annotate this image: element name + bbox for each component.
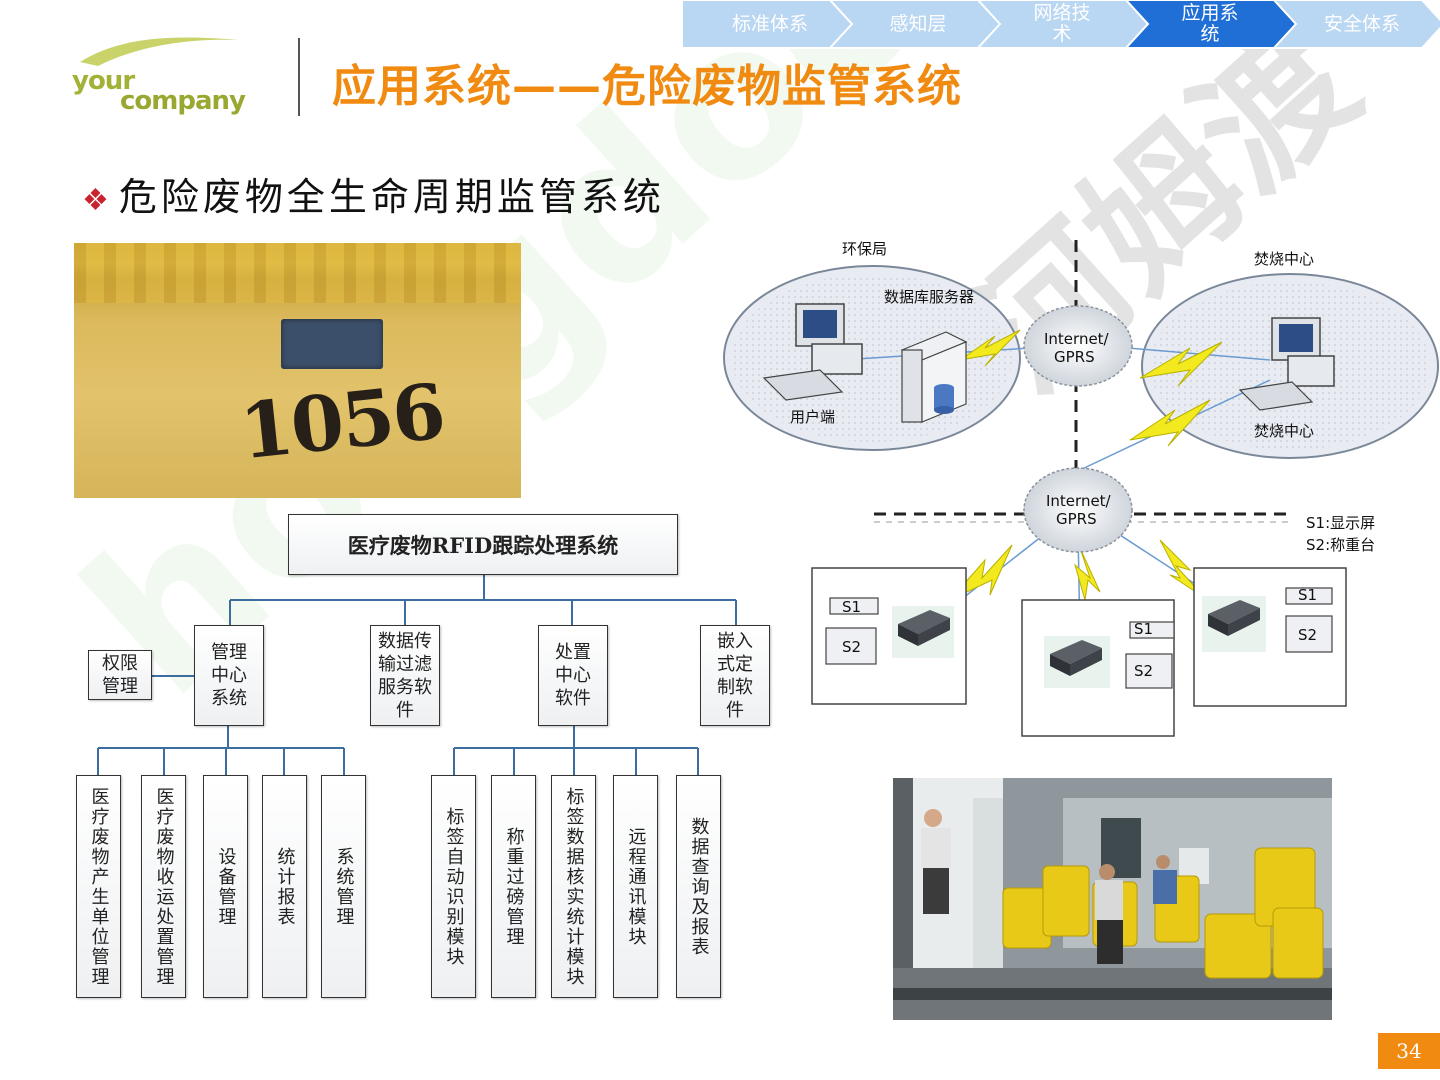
nav-chevron[interactable] bbox=[1271, 0, 1440, 49]
database-server-icon bbox=[900, 331, 968, 423]
top-navigation: 标准体系 感知层 网络技术 应用系统 安全体系 bbox=[676, 0, 1440, 50]
internet-cloud-top bbox=[1023, 305, 1133, 387]
tree-leaf: 称重过磅管理 bbox=[491, 775, 536, 998]
gprs-label-1: GPRS bbox=[1054, 348, 1095, 366]
wireless-bolt-icon bbox=[959, 329, 1021, 367]
permission-label: 权限管理 bbox=[102, 653, 138, 697]
user-computer-icon bbox=[762, 303, 863, 401]
nav-tab-1[interactable]: 标准体系 bbox=[731, 12, 808, 35]
user-label: 用户端 bbox=[790, 408, 835, 426]
incineration-label-bottom: 焚烧中心 bbox=[1254, 422, 1314, 440]
rfid-tag bbox=[281, 319, 383, 369]
tree-node-data-transfer: 数据传输过滤服务软件 bbox=[370, 625, 440, 726]
nav-tab-3[interactable]: 网络技术 bbox=[1033, 2, 1091, 45]
waste-transport-photo bbox=[893, 778, 1332, 1020]
logo-word-company: company bbox=[120, 86, 246, 116]
nav-tab-2[interactable]: 感知层 bbox=[889, 12, 947, 35]
tree-node-label: 数据传输过滤服务软件 bbox=[378, 630, 432, 721]
waste-bin-rfid-photo: 1056 bbox=[74, 243, 521, 498]
gprs-label-2: GPRS bbox=[1056, 510, 1097, 528]
tree-node-label: 管理中心系统 bbox=[211, 642, 247, 709]
page-number: 34 bbox=[1378, 1033, 1440, 1069]
tree-leaf: 设备管理 bbox=[203, 775, 248, 998]
internet-label-1: Internet/ bbox=[1044, 330, 1110, 348]
tree-leaf: 标签数据核实统计模块 bbox=[551, 775, 596, 998]
tree-leaf: 数据查询及报表 bbox=[676, 775, 721, 998]
logo-swoosh-icon bbox=[80, 37, 238, 66]
terminal-station-middle: S1 S2 bbox=[1021, 599, 1175, 737]
wireless-bolt-icon bbox=[1139, 341, 1223, 387]
page-title: 应用系统——危险废物监管系统 bbox=[332, 61, 962, 112]
legend-s2: S2:称重台 bbox=[1306, 536, 1375, 554]
epb-label: 环保局 bbox=[842, 240, 887, 258]
tree-root: 医疗废物RFID跟踪处理系统 bbox=[288, 514, 678, 575]
incineration-computer-icon bbox=[1238, 317, 1335, 411]
tree-node-disposal-center: 处置中心软件 bbox=[538, 625, 608, 726]
s2-label: S2 bbox=[1134, 662, 1153, 680]
bin-lid bbox=[74, 243, 521, 303]
internet-label-2: Internet/ bbox=[1046, 492, 1112, 510]
s2-label: S2 bbox=[842, 638, 861, 656]
incineration-label-top: 焚烧中心 bbox=[1254, 250, 1314, 268]
tree-leaf: 统计报表 bbox=[262, 775, 307, 998]
tree-leaf: 标签自动识别模块 bbox=[431, 775, 476, 998]
section-heading: ❖危险废物全生命周期监管系统 bbox=[82, 166, 665, 221]
nav-tab-4[interactable]: 应用系统 bbox=[1181, 2, 1239, 45]
s1-label: S1 bbox=[842, 598, 861, 616]
internet-cloud-bottom bbox=[1023, 467, 1133, 553]
tree-leaf: 系统管理 bbox=[321, 775, 366, 998]
tree-node-embedded: 嵌入式定制软件 bbox=[700, 625, 770, 726]
terminal-station-left: S1 S2 bbox=[811, 567, 967, 705]
company-logo: your company bbox=[70, 30, 270, 130]
tree-leaf: 医疗废物收运处置管理 bbox=[141, 775, 186, 998]
s1-label: S1 bbox=[1298, 586, 1317, 604]
tree-side-permission: 权限管理 bbox=[88, 650, 152, 700]
nav-arrows bbox=[681, 0, 1440, 49]
header-divider bbox=[298, 38, 300, 116]
tree-node-mgmt-center: 管理中心系统 bbox=[194, 625, 264, 726]
db-server-label: 数据库服务器 bbox=[884, 288, 974, 306]
legend-s1: S1:显示屏 bbox=[1306, 514, 1375, 532]
nav-tab-5[interactable]: 安全体系 bbox=[1323, 12, 1400, 35]
s2-label: S2 bbox=[1298, 626, 1317, 644]
section-heading-text: 危险废物全生命周期监管系统 bbox=[118, 175, 665, 219]
tree-leaf: 远程通讯模块 bbox=[613, 775, 658, 998]
tree-leaf: 医疗废物产生单位管理 bbox=[76, 775, 121, 998]
tree-node-label: 嵌入式定制软件 bbox=[717, 630, 753, 721]
terminal-station-right: S1 S2 bbox=[1193, 567, 1347, 707]
transport-scene bbox=[893, 778, 1332, 1020]
diamond-bullet-icon: ❖ bbox=[82, 183, 113, 218]
tree-node-label: 处置中心软件 bbox=[555, 642, 591, 709]
s1-label: S1 bbox=[1134, 620, 1153, 638]
logo-word-your: your bbox=[72, 66, 135, 96]
